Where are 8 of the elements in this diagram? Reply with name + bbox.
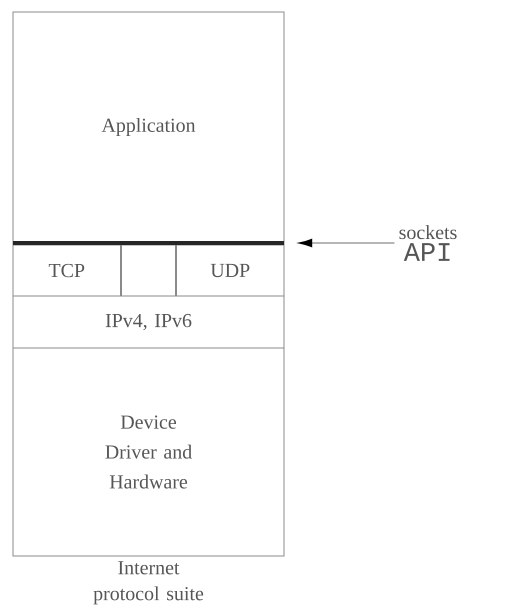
arrow [298,238,394,248]
layer-box: IPv4, IPv6 [12,296,284,348]
api-label: sockets API [399,225,457,261]
suite-label: Internet protocol suite [94,561,204,604]
layer-box: UDP [176,244,284,296]
layer-box: TCP [12,244,121,296]
layer-box: Device Driver and Hardware [12,348,284,556]
empty-box [121,244,176,296]
